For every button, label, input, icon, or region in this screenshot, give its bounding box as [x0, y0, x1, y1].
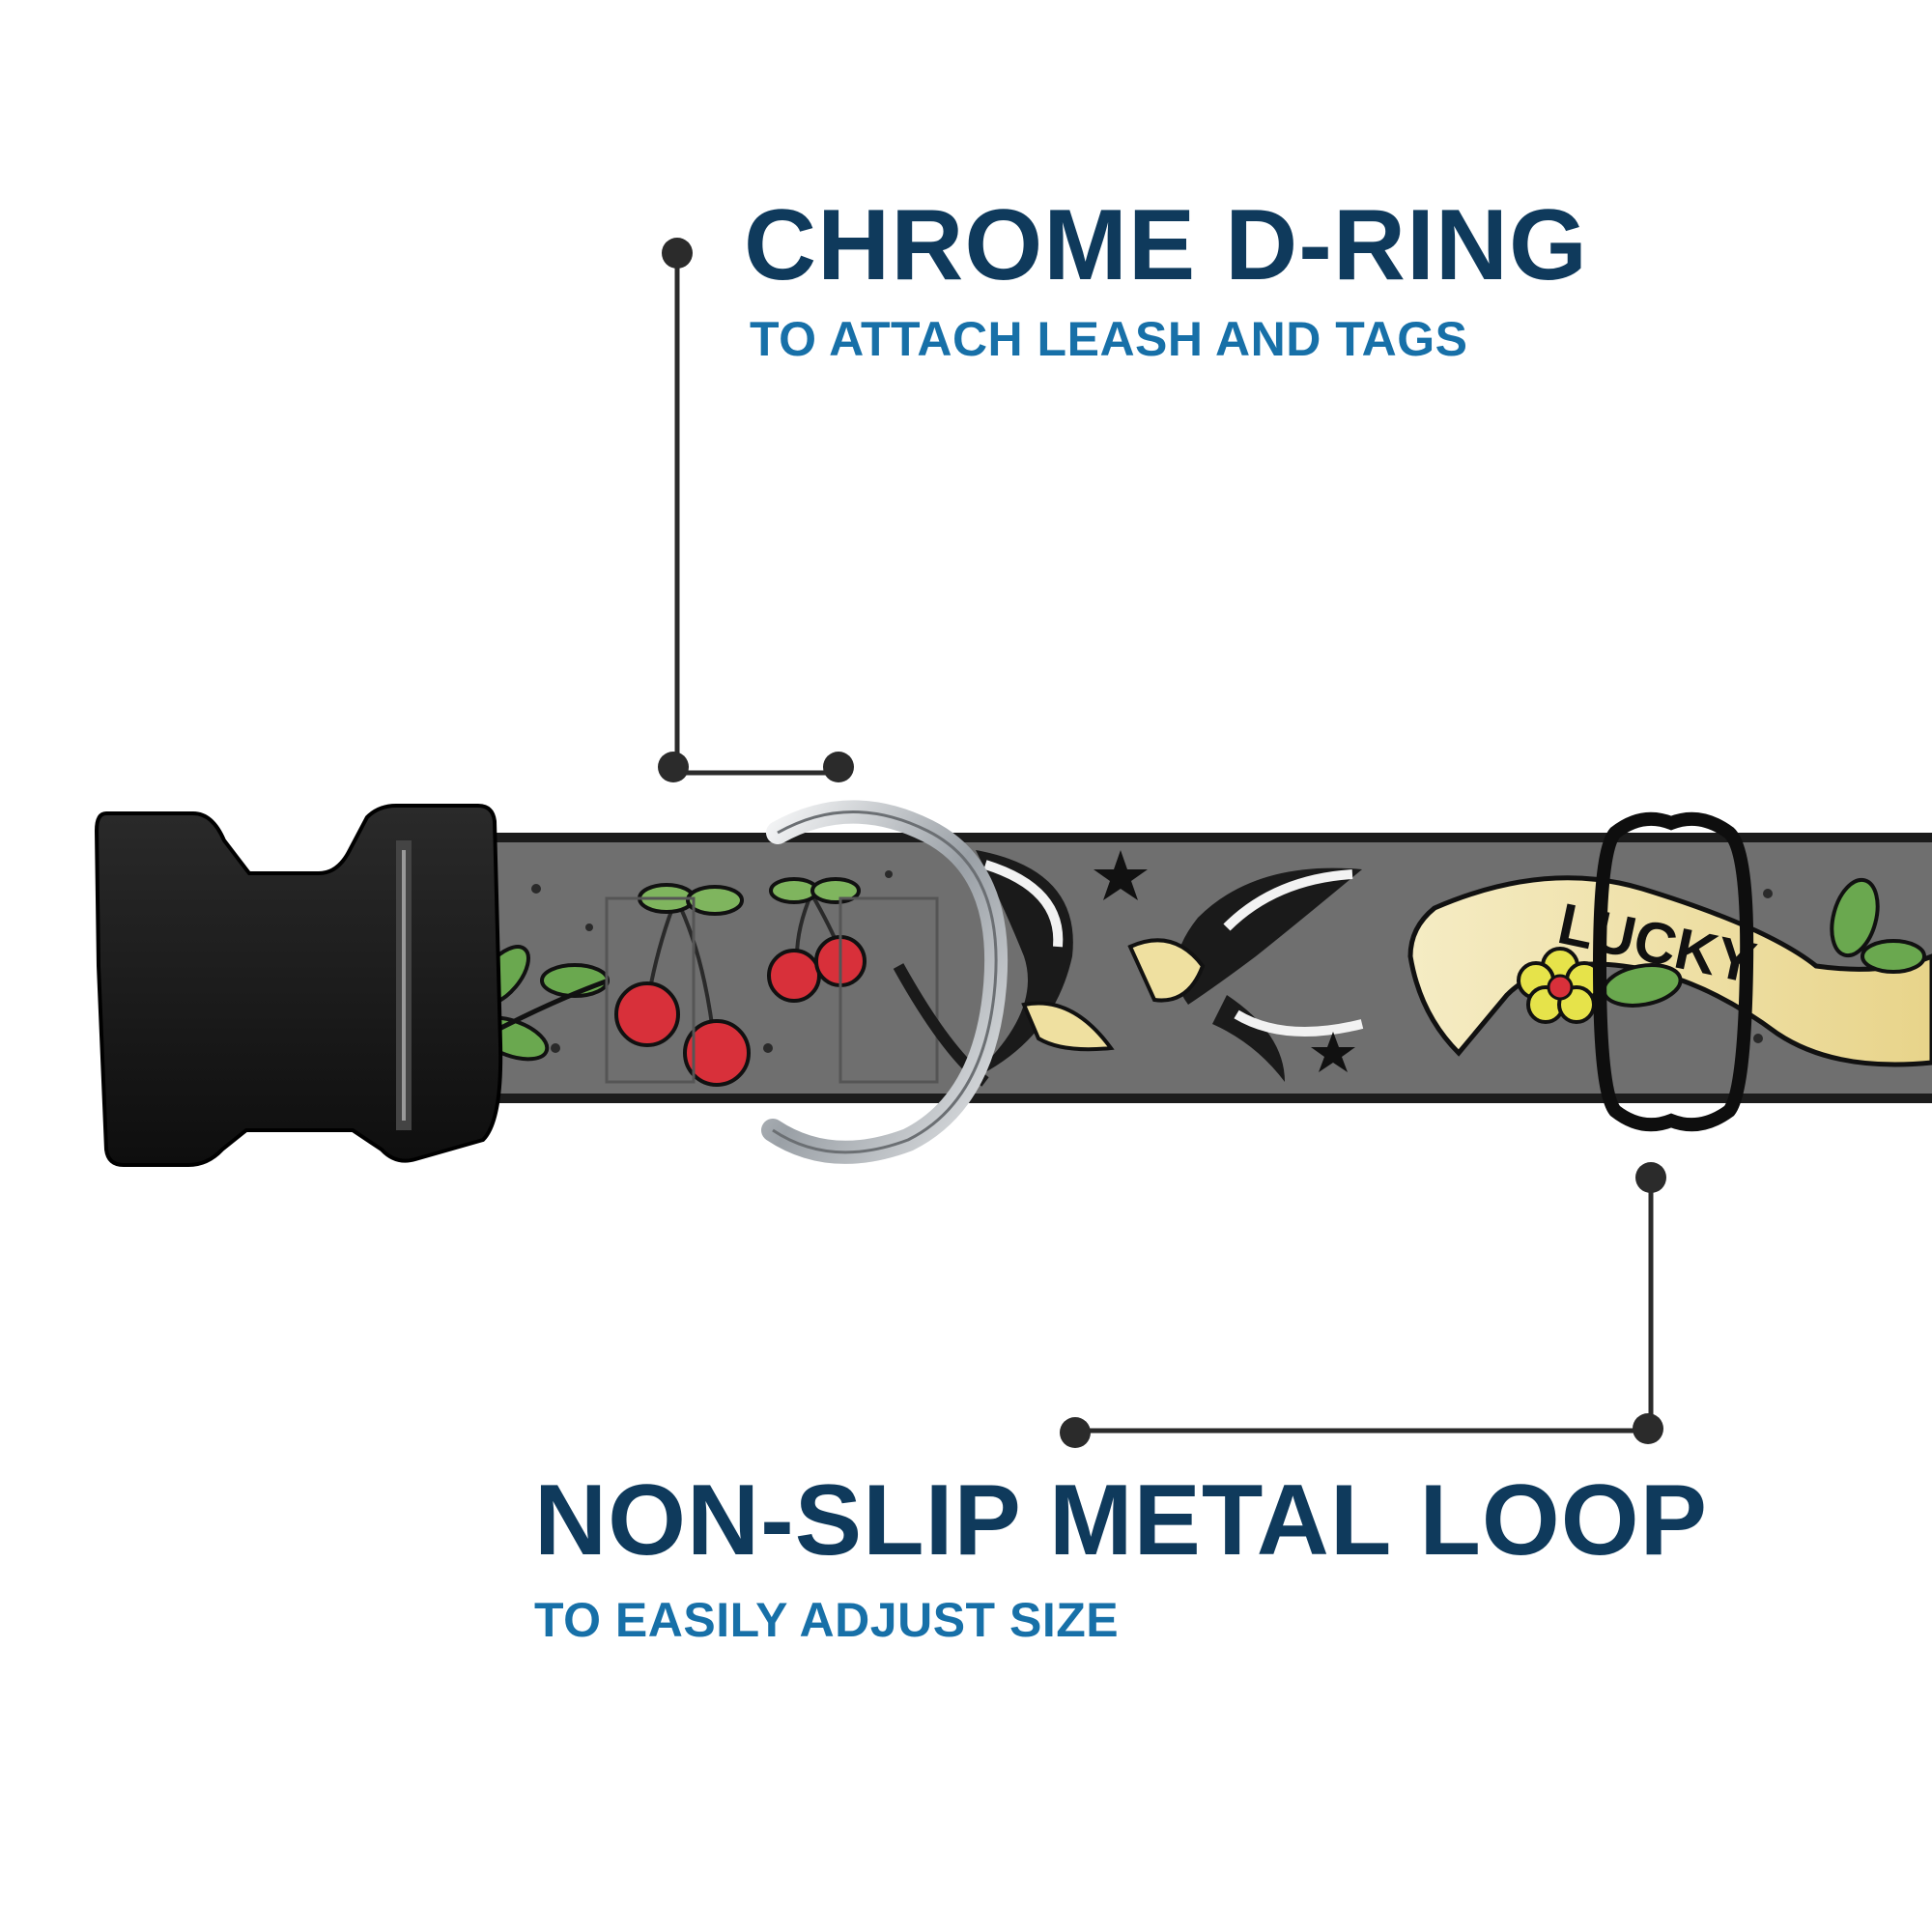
- metal-loop-leader-line: [1060, 1162, 1666, 1448]
- flower-icon: [1517, 947, 1683, 1024]
- buckle-icon: [94, 804, 503, 1167]
- swallow-icon: [1127, 867, 1364, 1082]
- d-ring-title: CHROME D-RING: [744, 189, 1588, 301]
- cherry-icon: [614, 883, 751, 1087]
- d-ring-subtitle: TO ATTACH LEASH AND TAGS: [750, 312, 1468, 366]
- metal-loop-subtitle: TO EASILY ADJUST SIZE: [534, 1593, 1120, 1647]
- slide-loop-icon: [1592, 811, 1754, 1132]
- leaf-icon: [1830, 877, 1926, 974]
- metal-loop-title: NON-SLIP METAL LOOP: [534, 1464, 1709, 1577]
- d-ring-icon: [761, 800, 1009, 1164]
- d-ring-leader-line: [658, 238, 854, 782]
